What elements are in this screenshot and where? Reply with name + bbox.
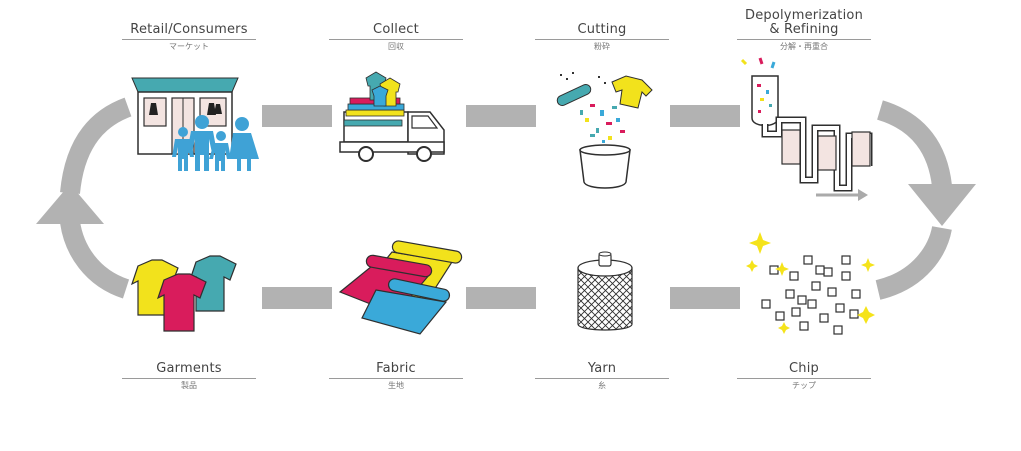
truck-icon bbox=[339, 71, 445, 162]
depoly-title: Depolymerization bbox=[744, 8, 864, 23]
connector-collect-cutting bbox=[466, 105, 536, 127]
garments-rule bbox=[122, 378, 256, 379]
fabric-rule bbox=[329, 378, 463, 379]
fabric-title: Fabric bbox=[376, 361, 416, 376]
garments-label: Garments 製品 bbox=[119, 362, 259, 391]
retail-label: Retail/Consumers マーケット bbox=[119, 23, 259, 52]
retail-rule bbox=[122, 39, 256, 40]
fabric-subtitle: 生地 bbox=[388, 381, 404, 390]
chip-icon bbox=[746, 232, 875, 335]
right-loop-arrow bbox=[875, 100, 976, 300]
collect-subtitle: 回収 bbox=[388, 42, 404, 51]
cutting-title: Cutting bbox=[577, 22, 627, 37]
collect-label: Collect 回収 bbox=[326, 23, 466, 52]
yarn-icon bbox=[577, 251, 633, 331]
connector-yarn-chip bbox=[670, 287, 740, 309]
family-icon bbox=[172, 115, 259, 171]
yarn-title: Yarn bbox=[587, 361, 617, 376]
retail-title: Retail/Consumers bbox=[130, 22, 248, 37]
fabric-label: Fabric 生地 bbox=[326, 362, 466, 391]
yarn-subtitle: 糸 bbox=[598, 381, 606, 390]
fabric-icon bbox=[338, 240, 463, 335]
collect-rule bbox=[329, 39, 463, 40]
connector-garments-fabric bbox=[262, 287, 332, 309]
depoly-rule bbox=[737, 39, 871, 40]
cutting-subtitle: 粉砕 bbox=[594, 42, 610, 51]
cutting-rule bbox=[535, 39, 669, 40]
refinery-icon bbox=[740, 57, 873, 201]
collect-title: Collect bbox=[373, 22, 419, 37]
connector-cutting-depoly bbox=[670, 105, 740, 127]
cutting-icon bbox=[556, 72, 653, 189]
retail-subtitle: マーケット bbox=[169, 42, 209, 51]
yarn-rule bbox=[535, 378, 669, 379]
cutting-label: Cutting 粉砕 bbox=[532, 23, 672, 52]
depoly-label: Depolymerization & Refining 分解・再重合 bbox=[734, 9, 874, 52]
chip-rule bbox=[737, 378, 871, 379]
yarn-label: Yarn 糸 bbox=[532, 362, 672, 391]
garments-icon bbox=[130, 255, 237, 332]
depoly-title-line2: & Refining bbox=[769, 22, 839, 37]
chip-subtitle: チップ bbox=[792, 381, 816, 390]
garments-subtitle: 製品 bbox=[181, 381, 197, 390]
left-loop-arrow bbox=[36, 97, 132, 299]
depoly-subtitle: 分解・再重合 bbox=[780, 42, 828, 51]
garments-title: Garments bbox=[156, 361, 222, 376]
connector-fabric-yarn bbox=[466, 287, 536, 309]
chip-title: Chip bbox=[789, 361, 819, 376]
connector-retail-collect bbox=[262, 105, 332, 127]
chip-label: Chip チップ bbox=[734, 362, 874, 391]
